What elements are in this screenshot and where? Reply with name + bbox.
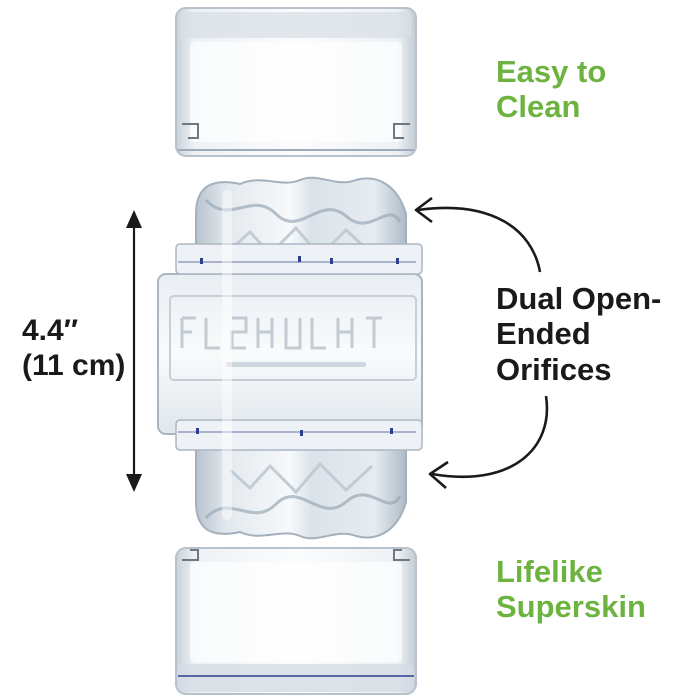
bottom-cap [175,547,417,695]
dimension-line [126,210,142,492]
dimension-imperial: 4.4″ [22,314,79,347]
lifelike-superskin-line2: Superskin [496,588,646,624]
easy-to-clean-line2: Clean [496,88,581,124]
dimension-label: 4.4″ (11 cm) [22,313,125,384]
easy-to-clean-line1: Easy to [496,54,607,89]
dual-orifices-callout: Dual Open- Ended Orifices [496,281,661,387]
top-cap [175,7,417,157]
dual-orifices-line3: Orifices [496,351,612,387]
easy-to-clean-callout: Easy to Clean [496,54,607,124]
lifelike-superskin-line1: Lifelike [496,554,603,589]
dual-orifices-line1: Dual Open- [496,281,662,316]
dimension-metric: (11 cm) [22,349,126,383]
curved-arrow-down [428,395,549,489]
dual-orifices-line2: Ended [496,316,591,352]
curved-arrow-up [414,196,542,273]
sleeve-body [157,176,423,540]
lifelike-superskin-callout: Lifelike Superskin [496,554,646,624]
